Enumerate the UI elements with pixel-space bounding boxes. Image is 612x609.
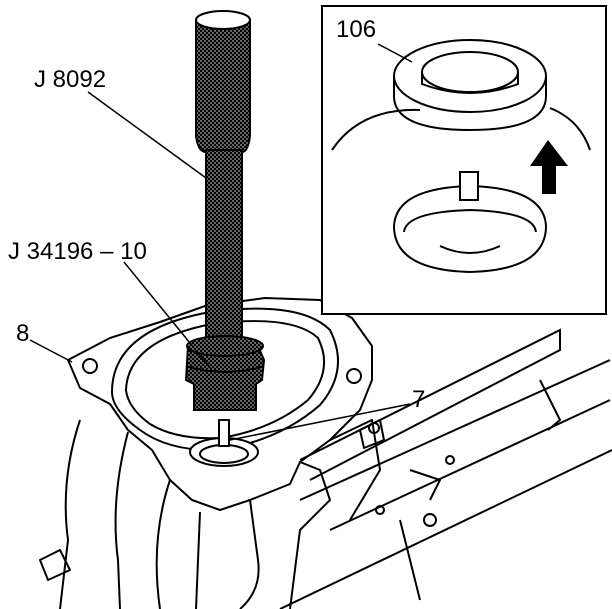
- support-frame: [279, 328, 612, 609]
- tool-j8092-handle: [195, 10, 251, 351]
- label-part-106: 106: [336, 16, 377, 43]
- label-part-8: 8: [16, 320, 30, 347]
- tool-j34196-installer: [184, 335, 266, 411]
- bore-seat: [392, 171, 548, 274]
- arrow-up-icon: [530, 140, 568, 194]
- label-j34196-10: J 34196 – 10: [8, 238, 147, 265]
- leader-lines: [29, 43, 413, 441]
- label-part-7: 7: [412, 386, 426, 413]
- label-j8092: J 8092: [34, 66, 107, 93]
- seal-106: [393, 39, 547, 132]
- detail-inset: [321, 5, 607, 315]
